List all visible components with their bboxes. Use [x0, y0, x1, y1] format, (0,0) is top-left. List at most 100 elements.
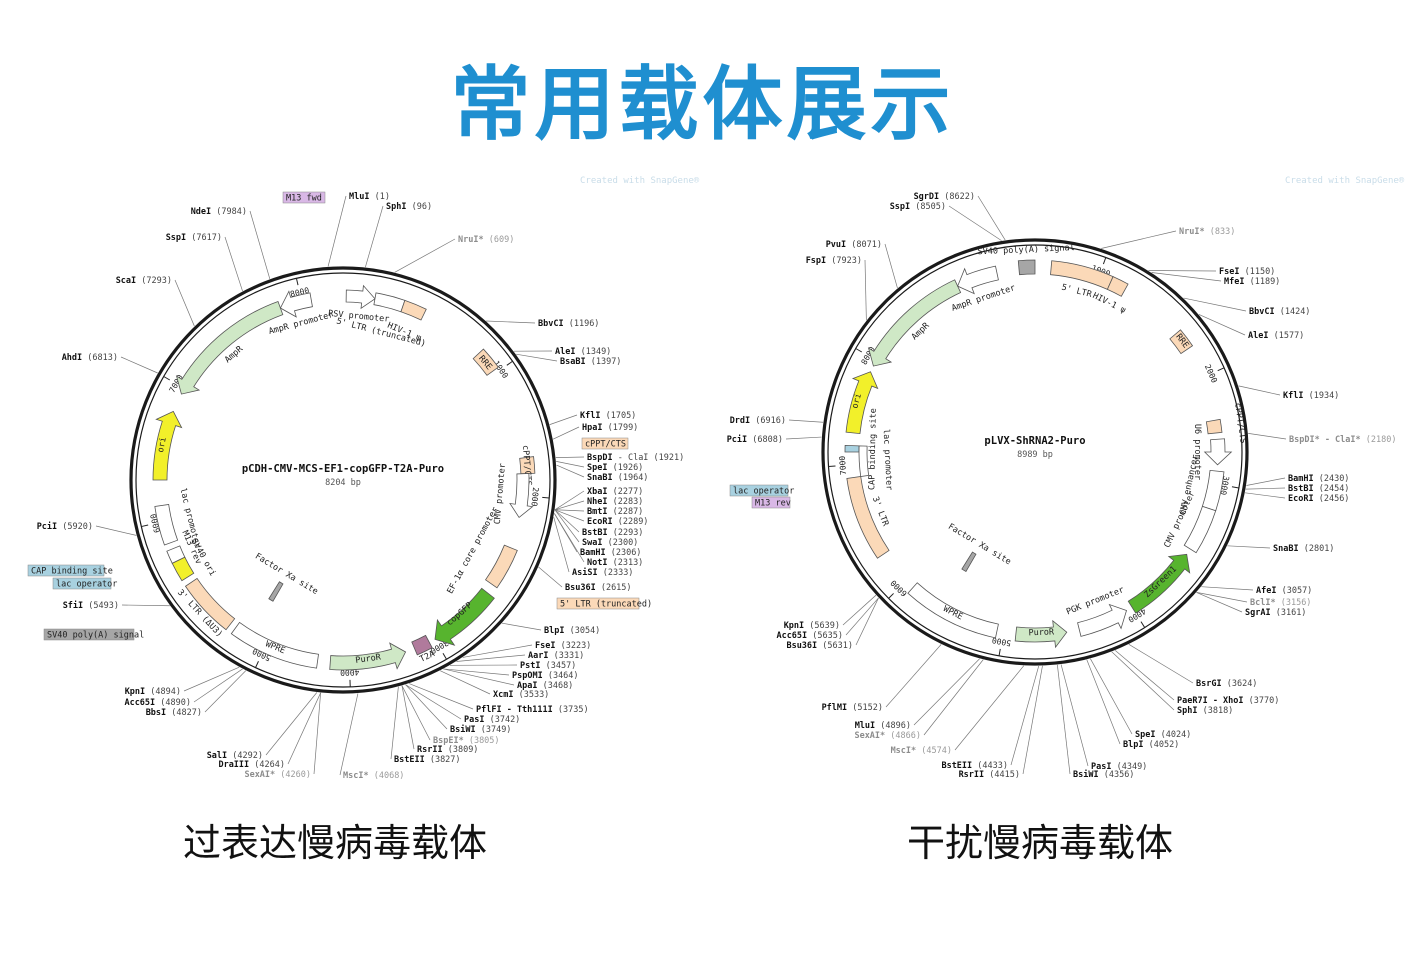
restriction-site-label: BclI* (3156) [1250, 598, 1311, 608]
site-leader-line [224, 236, 243, 292]
boxed-feature-tag [581, 437, 629, 450]
boxed-feature-label: cPPT/CTS [585, 440, 626, 450]
site-leader-line [1128, 644, 1194, 684]
restriction-site-label: BsrGI (3624) [1196, 679, 1257, 689]
site-leader-line [183, 666, 240, 692]
map-tick-label: 2000 [1203, 363, 1219, 384]
map-tick [442, 652, 447, 660]
restriction-site-label: AhdI (6813) [62, 353, 118, 363]
restriction-site-label: PasI (3742) [464, 715, 520, 725]
restriction-site-label: NruI* (609) [458, 235, 514, 245]
restriction-site-label: BspEI* (3805) [433, 736, 500, 746]
plasmid-backbone-inner [827, 244, 1243, 660]
feature-label: lac promoter [881, 429, 894, 491]
site-leader-line [552, 426, 580, 440]
restriction-site-label: SexAI* (4866) [854, 731, 921, 741]
map-tick [1102, 257, 1107, 265]
restriction-site-label: SgrAI (3161) [1245, 608, 1306, 618]
restriction-site-label: RsrII (4415) [959, 770, 1020, 780]
boxed-feature-label: M13 fwd [286, 194, 322, 204]
restriction-site-label: SphI (96) [386, 202, 432, 212]
site-leader-line [1196, 592, 1248, 603]
site-leader-line [249, 210, 271, 280]
site-leader-line [554, 509, 580, 533]
restriction-site-label: BstBI (2293) [582, 528, 643, 538]
boxed-feature-label: lac operator [733, 487, 794, 497]
map-tick [998, 648, 1001, 656]
feature-ampr [867, 279, 962, 367]
page-headline: 常用载体展示 [450, 58, 955, 151]
site-leader-line [864, 259, 867, 321]
restriction-site-label: ApaI (3468) [517, 681, 573, 691]
feature-hiv-1- [1106, 276, 1129, 297]
site-leader-line [948, 205, 1002, 241]
restriction-site-label: BbsI (4827) [146, 708, 202, 718]
feature-label: cPPT/CTS [1232, 402, 1248, 444]
restriction-site-label: KflI (1934) [1283, 391, 1339, 401]
feature-label: PuroR [355, 652, 383, 666]
site-leader-line [549, 414, 578, 425]
site-leader-line [845, 597, 879, 636]
plasmid-name: pLVX-ShRNA2-Puro [984, 435, 1085, 447]
site-leader-line [855, 597, 879, 646]
site-leader-line [174, 279, 195, 327]
site-leader-line [405, 684, 462, 720]
site-leader-line [1183, 297, 1247, 312]
boxed-feature-tag [556, 597, 640, 610]
site-leader-line [555, 456, 585, 458]
restriction-site-label: PspOMI (3464) [512, 671, 579, 681]
restriction-site-label: SnaBI (1964) [587, 473, 648, 483]
feature-label: Factor Xa site [946, 522, 1013, 567]
site-leader-line [554, 490, 585, 511]
feature-ampr-promoter [279, 290, 313, 318]
feature-factor-xa-site [961, 551, 977, 573]
restriction-site-label: BbvCI (1196) [538, 319, 599, 329]
restriction-site-label: KpnI (4894) [125, 687, 181, 697]
restriction-site-label: DraIII (4264) [218, 760, 285, 770]
site-leader-line [1022, 665, 1043, 775]
restriction-site-label: AfeI (3057) [1256, 586, 1312, 596]
site-leader-line [1090, 658, 1133, 735]
restriction-site-label: SspI (8505) [890, 202, 946, 212]
site-leader-line [327, 195, 347, 267]
boxed-feature-label: lac operator [56, 580, 117, 590]
feature-copgfp [434, 587, 495, 646]
map-tick-label: 2000 [529, 487, 540, 507]
map-tick [163, 376, 171, 381]
site-leader-line [1201, 586, 1254, 591]
site-leader-line [456, 654, 526, 662]
restriction-site-label: MscI* (4574) [891, 746, 952, 756]
restriction-site-label: MfeI (1189) [1224, 277, 1280, 287]
feature-ef-1-core-promoter [484, 544, 518, 589]
site-leader-line [1086, 659, 1121, 745]
plasmid-backbone [821, 238, 1249, 666]
restriction-site-label: EcoRI (2456) [1288, 494, 1349, 504]
boxed-feature-tag [27, 564, 105, 577]
restriction-site-label: PflFI - Tth111I (3735) [476, 705, 589, 715]
feature-u6-promoter [1203, 438, 1233, 466]
restriction-site-label: XbaI (2277) [587, 487, 643, 497]
restriction-site-label: SnaBI (2801) [1273, 544, 1334, 554]
site-leader-line [1151, 272, 1222, 282]
restriction-site-label: MscI* (4068) [343, 771, 404, 781]
boxed-feature-tag [751, 496, 791, 509]
restriction-site-label: Bsu36I (2615) [565, 583, 632, 593]
site-leader-line [401, 685, 415, 750]
site-leader-line [884, 243, 898, 289]
restriction-site-label: BstBI (2454) [1288, 484, 1349, 494]
restriction-site-label: PaeR7I - XhoI (3770) [1177, 696, 1279, 706]
feature-factor-xa-site [268, 581, 284, 602]
restriction-site-label: SwaI (2300) [582, 538, 638, 548]
feature-label: CAP binding site [867, 408, 878, 490]
restriction-site-label: NheI (2283) [587, 497, 643, 507]
restriction-site-label: SphI (3818) [1177, 706, 1233, 716]
feature-label: ori [850, 392, 864, 410]
site-leader-line [193, 668, 243, 703]
site-leader-line [440, 670, 491, 695]
site-leader-line [1245, 487, 1286, 490]
restriction-site-label: NotI (2313) [587, 558, 643, 568]
site-leader-line [313, 692, 321, 775]
plasmid-name: pCDH-CMV-MCS-EF1-copGFP-T2A-Puro [242, 463, 444, 475]
feature-lac-promoter [154, 504, 179, 546]
restriction-site-label: SpeI (4024) [1135, 730, 1191, 740]
